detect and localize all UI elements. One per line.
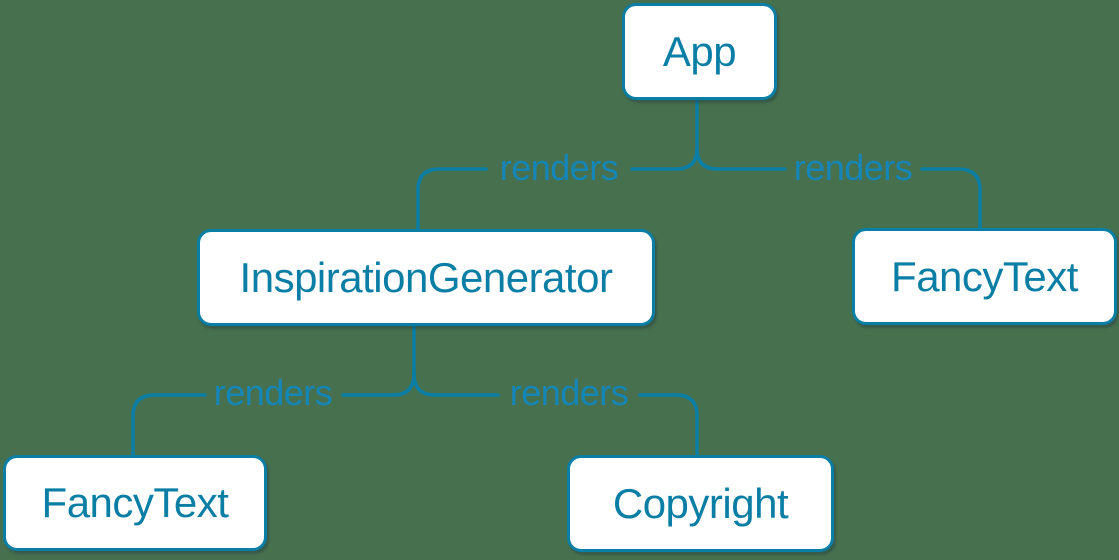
edge-app-to-fancytext (695, 147, 982, 231)
node-copyright: Copyright (567, 455, 834, 552)
node-app-label: App (662, 27, 737, 75)
node-fancy-text: FancyText (3, 455, 267, 551)
node-fancy-text-label: FancyText (41, 479, 229, 526)
edge-label-renders: renders (213, 372, 333, 413)
edge-label-renders: renders (793, 147, 913, 188)
node-app: App (622, 3, 777, 100)
node-fancy-text-label: FancyText (891, 252, 1078, 300)
node-inspiration-generator: InspirationGenerator (197, 229, 655, 326)
node-inspiration-generator-label: InspirationGenerator (239, 253, 613, 301)
edge-inspirationgenerator-to-copyright (412, 372, 699, 458)
node-copyright-label: Copyright (612, 479, 789, 527)
edge-label-renders: renders (499, 147, 619, 188)
node-fancy-text: FancyText (852, 228, 1117, 325)
edge-label-renders: renders (509, 372, 629, 413)
